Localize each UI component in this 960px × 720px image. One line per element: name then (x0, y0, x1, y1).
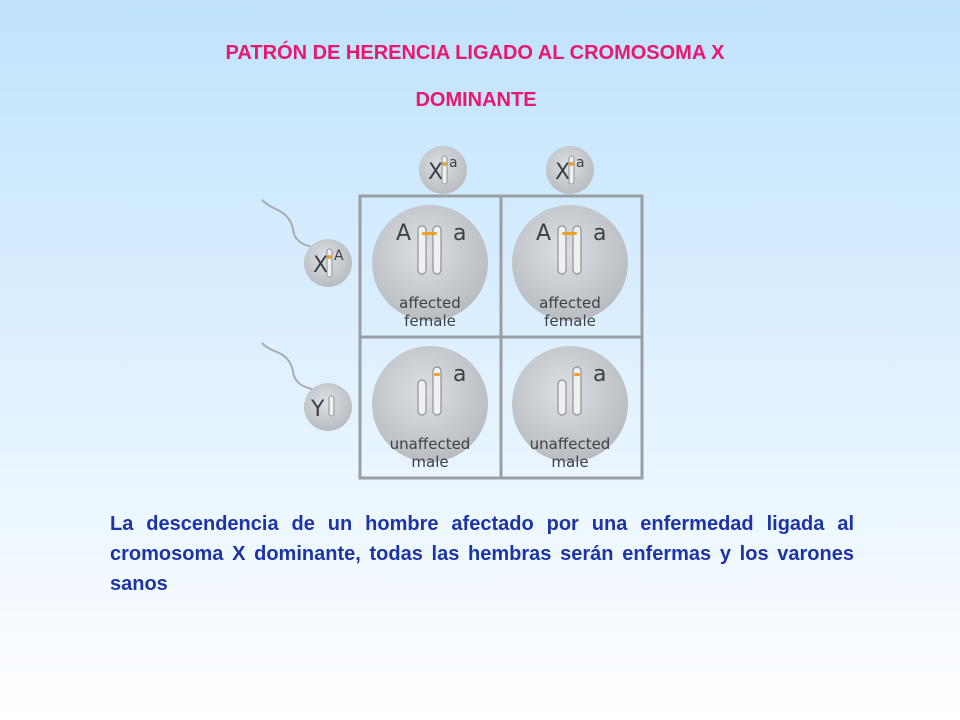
cell-phenotype-line1: unaffected (530, 435, 611, 453)
mother-gamete-1: X a (419, 146, 467, 194)
sperm-tail-2 (261, 342, 317, 395)
cell-phenotype-line2: female (404, 312, 456, 330)
cell-phenotype-line1: affected (539, 294, 601, 312)
father-gamete-x: X A (304, 239, 352, 287)
punnett-cell-4: a unaffected male (512, 346, 628, 471)
gamete-chromosome-label: X (313, 253, 328, 278)
cell-phenotype-line1: affected (399, 294, 461, 312)
cell-phenotype-line2: male (411, 453, 448, 471)
gamete-allele-label: a (449, 155, 458, 171)
title-line-2: DOMINANTE (415, 89, 537, 111)
caption-text: La descendencia de un hombre afectado po… (110, 513, 854, 595)
punnett-cell-2: A a affected female (512, 205, 628, 330)
cell-allele-right: a (593, 362, 606, 387)
cell-allele-right: a (453, 362, 466, 387)
mother-gamete-2: X a (546, 146, 594, 194)
sperm-tail-1 (261, 199, 317, 253)
cell-allele-right: a (593, 221, 606, 246)
father-gamete-y: Y (304, 383, 352, 431)
cell-allele-left: A (536, 221, 551, 246)
cell-allele-right: a (453, 221, 466, 246)
gamete-allele-label: a (576, 155, 585, 171)
title-line-1: PATRÓN DE HERENCIA LIGADO AL CROMOSOMA X (225, 42, 725, 64)
cell-phenotype-line1: unaffected (390, 435, 471, 453)
gamete-chromosome-label: Y (310, 397, 325, 422)
cell-phenotype-line2: male (551, 453, 588, 471)
gamete-chromosome-label: X (428, 160, 443, 185)
cell-phenotype-line2: female (544, 312, 596, 330)
punnett-square-diagram: X a X a X A Y A a affected female (261, 146, 644, 480)
cell-allele-left: A (396, 221, 411, 246)
gamete-chromosome-label: X (555, 160, 570, 185)
gamete-allele-label: A (334, 248, 344, 264)
punnett-cell-3: a unaffected male (372, 346, 488, 471)
punnett-cell-1: A a affected female (372, 205, 488, 330)
